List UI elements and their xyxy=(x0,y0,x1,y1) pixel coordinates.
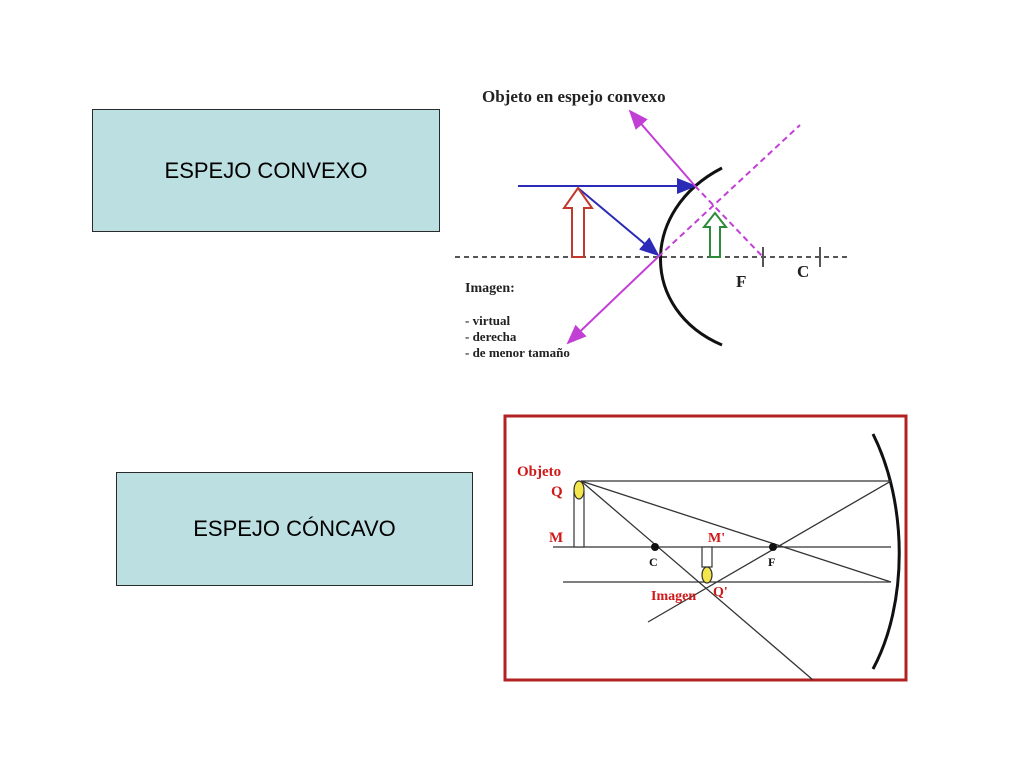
ray-through-focus xyxy=(580,480,814,681)
m-prime-label: M' xyxy=(708,531,725,546)
object-arrow xyxy=(562,186,594,258)
image-label: Imagen xyxy=(651,589,696,604)
image-heading: Imagen: xyxy=(465,281,515,296)
image-property-virtual: - virtual xyxy=(465,313,511,328)
image-flame xyxy=(701,566,713,584)
reflected-ray-focus xyxy=(647,480,892,623)
image-property-smaller: - de menor tamaño xyxy=(465,345,570,360)
concave-mirror-label: ESPEJO CÓNCAVO xyxy=(193,516,396,541)
image-property-upright: - derecha xyxy=(465,329,517,344)
virtual-extension-focus xyxy=(694,185,764,258)
object-label: Objeto xyxy=(517,464,561,480)
reflected-ray-down xyxy=(566,256,659,345)
ray-through-center xyxy=(580,480,892,583)
f-label: F xyxy=(768,555,775,569)
c-label: C xyxy=(649,555,658,569)
reflected-ray-up xyxy=(628,109,696,187)
m-label: M xyxy=(549,530,563,546)
convex-mirror-label: ESPEJO CONVEXO xyxy=(164,157,368,183)
incident-ray-vertex xyxy=(577,187,660,257)
q-prime-label: Q' xyxy=(713,585,728,600)
center-label: C xyxy=(797,262,809,281)
object-body xyxy=(573,491,585,548)
convex-mirror-diagram: Objeto en espejo convexo F C Imagen: - v… xyxy=(455,87,850,360)
convex-mirror-label-box: ESPEJO CONVEXO xyxy=(92,109,440,232)
concave-mirror xyxy=(871,433,901,670)
concave-mirror-diagram: Objeto Q M M' C F Imagen Q' xyxy=(503,414,908,682)
image-arrow xyxy=(701,211,729,258)
focus-label: F xyxy=(736,272,746,291)
object-flame xyxy=(573,480,585,500)
concave-mirror-label-box: ESPEJO CÓNCAVO xyxy=(116,472,473,586)
virtual-extension-upper xyxy=(657,124,801,258)
convex-diagram-title: Objeto en espejo convexo xyxy=(482,87,666,106)
center-point xyxy=(651,543,659,551)
image-body xyxy=(701,546,713,568)
q-label: Q xyxy=(551,484,563,500)
focus-point xyxy=(769,543,777,551)
